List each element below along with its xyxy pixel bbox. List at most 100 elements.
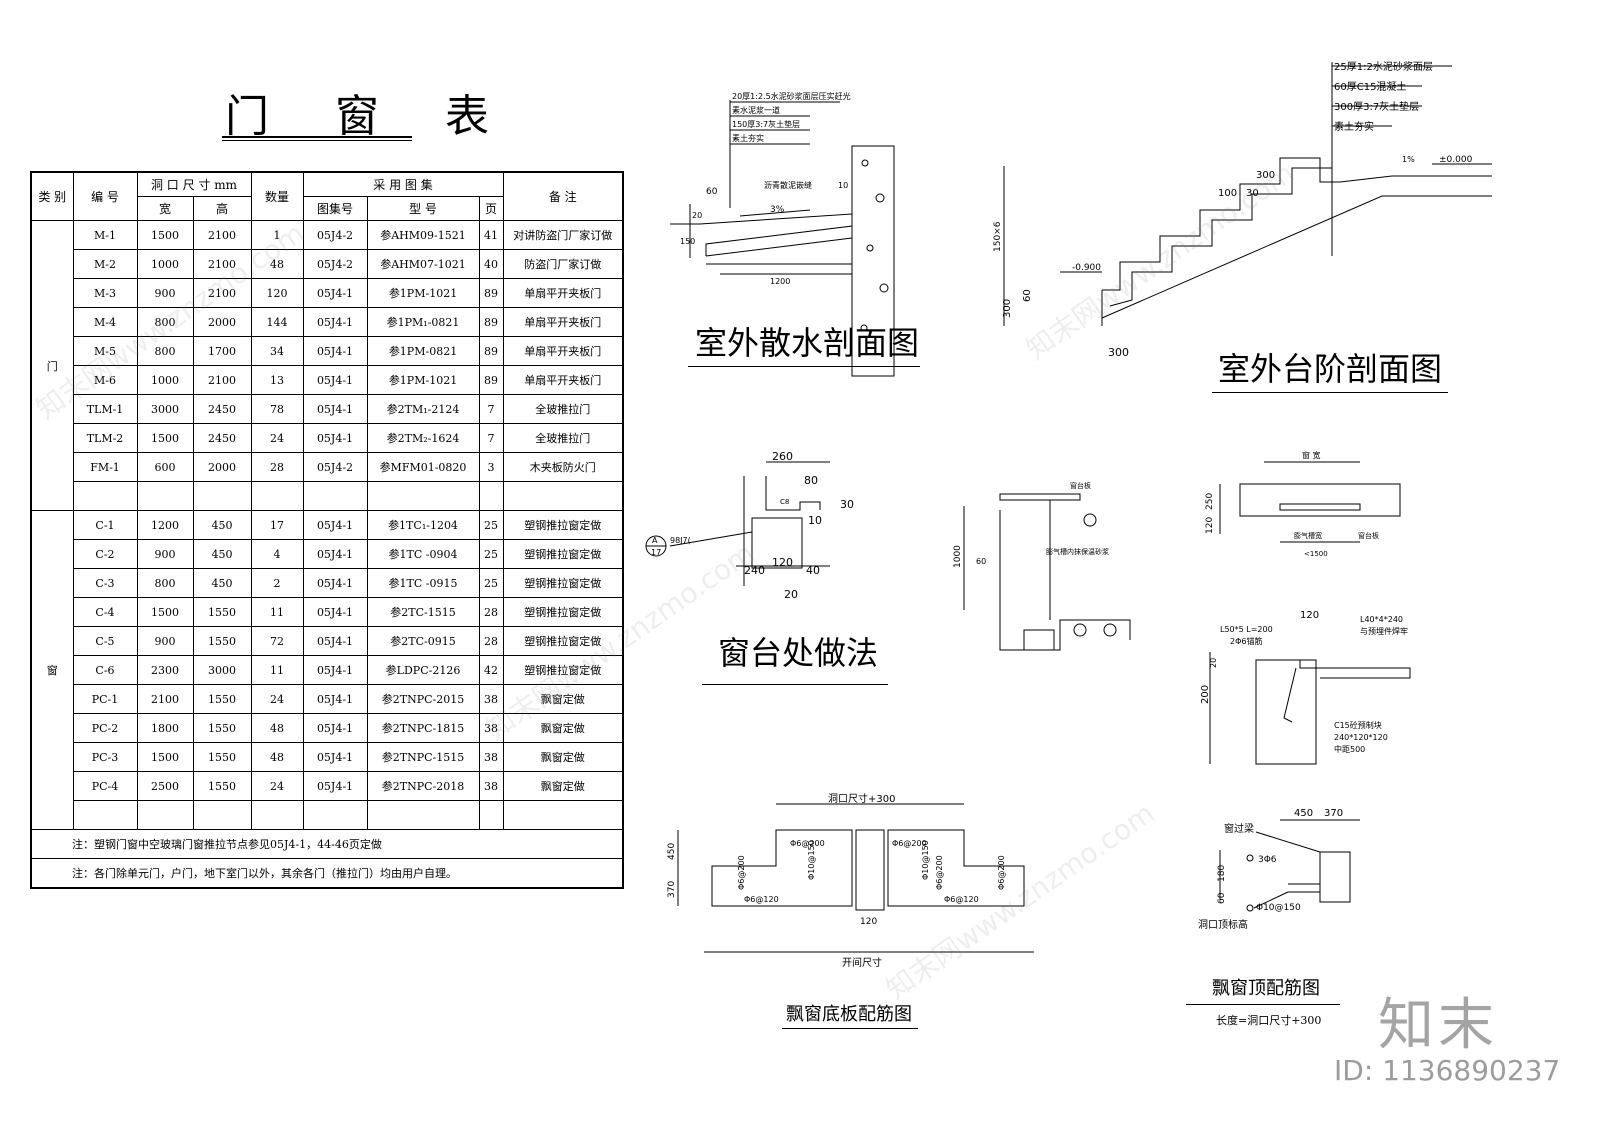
cell-id: PC-3 <box>72 742 138 772</box>
sill-insulation-section: 窗台板 膨气槽内抹保温砂浆 1000 60 <box>953 481 1131 651</box>
cell-atlas: 05J4-1 <box>302 568 368 598</box>
cell-model: 参1PM₁-0821 <box>366 307 480 337</box>
blank-cell <box>250 481 304 511</box>
sill-dim: 80 <box>804 474 818 487</box>
cell-w: 600 <box>136 452 194 482</box>
beam-section <box>855 829 885 911</box>
cell-model: 参MFM01-0820 <box>366 452 480 482</box>
cell-atlas: 05J4-2 <box>302 220 368 250</box>
cell-model: 参1PM-1021 <box>366 278 480 308</box>
cell-atlas: 05J4-1 <box>302 394 368 424</box>
cell-atlas: 05J4-1 <box>302 336 368 366</box>
blank-cell <box>478 481 504 511</box>
table-header-row-2: 宽 高 图集号 型 号 页 <box>31 196 623 221</box>
cell-id: PC-2 <box>72 713 138 743</box>
window-board <box>999 493 1081 501</box>
cell-remark: 全玻推拉门 <box>502 394 624 424</box>
cell-h: 2000 <box>192 452 252 482</box>
cell-model: 参1TC -0915 <box>366 568 480 598</box>
image-id: ID: 1136890237 <box>1334 1054 1561 1087</box>
cell-id: M-2 <box>72 249 138 279</box>
cell-model: 参2TC-1515 <box>366 597 480 627</box>
cell-page: 28 <box>478 626 504 656</box>
cell-model: 参2TNPC-2018 <box>366 771 480 801</box>
cell-qty: 1 <box>250 220 304 250</box>
steps-elevation-bottom: -0.900 <box>1072 263 1101 273</box>
cell-atlas: 05J4-1 <box>302 742 368 772</box>
anchor-dim: 120 <box>1300 610 1319 621</box>
bay-top-dim: 450 <box>1294 808 1313 819</box>
apron-dim: 1200 <box>770 277 790 286</box>
cell-remark: 木夹板防火门 <box>502 452 624 482</box>
header-atlas: 采 用 图 集 <box>302 171 504 197</box>
cell-qty: 48 <box>250 713 304 743</box>
sill-dim-60: 60 <box>976 557 986 566</box>
angle-steel <box>1299 660 1411 679</box>
rebar-label: Φ6@200 <box>737 855 746 890</box>
bay-top-dim: 370 <box>1324 808 1343 819</box>
header-number: 编 号 <box>72 171 138 221</box>
cell-atlas: 05J4-1 <box>302 597 368 627</box>
sill-ref-ring: A <box>652 536 658 545</box>
anchor-label: 2Φ6锚筋 <box>1230 636 1262 646</box>
cell-w: 800 <box>136 307 194 337</box>
header-height: 高 <box>192 196 252 221</box>
bay-bottom-dim: 120 <box>860 917 877 927</box>
steps-layer-1: 25厚1:2水泥砂浆面层 <box>1334 60 1433 73</box>
cell-qty: 120 <box>250 278 304 308</box>
bay-window-top-title: 飘窗顶配筋图 <box>1212 978 1320 999</box>
apron-dim: 150 <box>680 237 695 246</box>
window-sill-title: 窗台处做法 <box>718 634 879 672</box>
cell-id: M-5 <box>72 336 138 366</box>
bay-window-top-subtitle: 长度=洞口尺寸+300 <box>1216 1014 1322 1027</box>
cell-atlas: 05J4-2 <box>302 452 368 482</box>
header-remark: 备 注 <box>502 171 624 221</box>
bay-window-bottom-drawing: 洞口尺寸+300 开间尺寸 Φ6@200 Φ6@200 Φ10@150 Φ6@2… <box>667 792 1034 969</box>
cell-h: 1700 <box>192 336 252 366</box>
slab-right <box>887 829 1025 907</box>
rebar-label: Φ6@200 <box>790 839 825 848</box>
brand-logo: 知末 <box>1378 993 1498 1058</box>
rebar-label: Φ6@200 <box>892 839 927 848</box>
sill-plan-dim: 120 <box>1205 517 1215 534</box>
bay-top-beam: 窗过梁 <box>1224 822 1254 835</box>
blank-cell <box>302 800 368 830</box>
cell-w: 2300 <box>136 655 194 685</box>
apron-layer-1: 20厚1:2.5水泥砂浆面层压实赶光 <box>732 91 851 101</box>
cell-id: M-1 <box>72 220 138 250</box>
cell-qty: 72 <box>250 626 304 656</box>
blank-cell <box>478 800 504 830</box>
steps-elevation-top: ±0.000 <box>1439 155 1473 165</box>
bay-window-top-drawing: 450 370 窗过梁 3Φ6 Φ10@150 洞口顶标高 180 60 <box>1198 808 1360 931</box>
cell-remark: 飘窗定做 <box>502 771 624 801</box>
anchor-label: 240*120*120 <box>1334 733 1388 742</box>
rebar-label: Φ6@120 <box>744 895 779 904</box>
cell-page: 42 <box>478 655 504 685</box>
cell-atlas: 05J4-1 <box>302 365 368 395</box>
cell-atlas: 05J4-1 <box>302 510 368 540</box>
heading-underline <box>782 1028 918 1029</box>
sill-profile <box>765 476 821 511</box>
cell-model: 参1TC₁-1204 <box>366 510 480 540</box>
cell-model: 参2TM₂-1624 <box>366 423 480 453</box>
cell-remark: 单扇平开夹板门 <box>502 365 624 395</box>
cell-page: 7 <box>478 423 504 453</box>
header-atlas-no: 图集号 <box>302 196 368 221</box>
anchor-dim: 20 <box>1209 658 1218 668</box>
cell-qty: 48 <box>250 742 304 772</box>
cell-qty: 11 <box>250 655 304 685</box>
cell-w: 1500 <box>136 597 194 627</box>
cell-page: 25 <box>478 568 504 598</box>
cell-h: 2450 <box>192 394 252 424</box>
cell-remark: 塑钢推拉窗定做 <box>502 539 624 569</box>
rebar-label: Φ6@200 <box>997 855 1006 890</box>
hatched-block <box>1023 629 1055 651</box>
cell-id: M-6 <box>72 365 138 395</box>
cell-atlas: 05J4-1 <box>302 307 368 337</box>
blank-cell <box>502 800 624 830</box>
steps-dim: 300 <box>1108 346 1129 359</box>
cell-h: 2100 <box>192 220 252 250</box>
table-note: 注：各门除单元门，户门，地下室门以外，其余各门（推拉门）均由用户自理。 <box>30 858 624 889</box>
cell-qty: 13 <box>250 365 304 395</box>
